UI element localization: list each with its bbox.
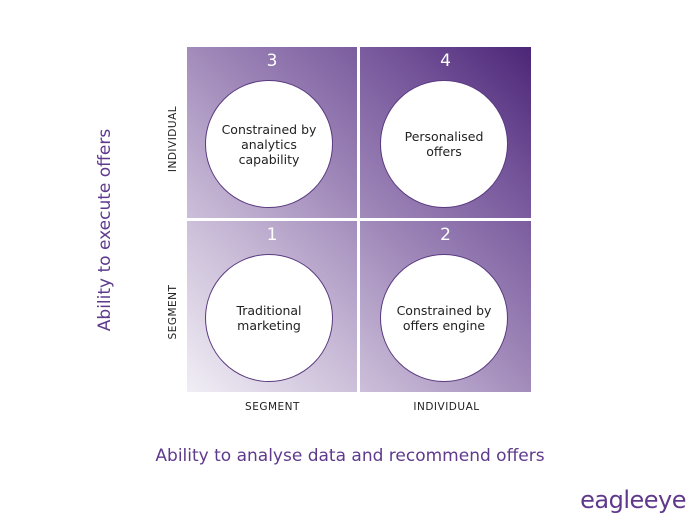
x-axis-title: Ability to analyse data and recommend of… bbox=[155, 446, 545, 466]
eagleeye-logo: eagleeye bbox=[580, 486, 686, 514]
quadrant-circle: Constrained by offers engine bbox=[380, 254, 508, 382]
quadrant-4: 4 Personalised offers bbox=[360, 47, 531, 218]
quadrant-circle: Traditional marketing bbox=[205, 254, 333, 382]
horizontal-divider bbox=[187, 218, 531, 221]
y-level-segment: SEGMENT bbox=[167, 284, 179, 340]
quadrant-number: 2 bbox=[440, 225, 451, 245]
y-axis-title: Ability to execute offers bbox=[95, 128, 115, 332]
quadrant-circle: Personalised offers bbox=[380, 80, 508, 208]
quadrant-3: 3 Constrained by analytics capability bbox=[187, 47, 357, 218]
x-level-individual: INDIVIDUAL bbox=[413, 401, 480, 413]
quadrant-label: Traditional marketing bbox=[236, 303, 302, 333]
quadrant-number: 3 bbox=[266, 51, 278, 71]
quadrant-label: Personalised offers bbox=[404, 129, 484, 159]
quadrant-1: 1 Traditional marketing bbox=[187, 221, 357, 392]
quadrant-label: Constrained by offers engine bbox=[396, 303, 492, 333]
quadrant-label: Constrained by analytics capability bbox=[221, 121, 317, 167]
quadrant-number: 1 bbox=[266, 225, 278, 245]
quadrant-2: 2 Constrained by offers engine bbox=[360, 221, 531, 392]
x-level-segment: SEGMENT bbox=[245, 401, 300, 413]
y-level-individual: INDIVIDUAL bbox=[167, 105, 179, 173]
quadrant-circle: Constrained by analytics capability bbox=[205, 80, 333, 208]
quadrant-number: 4 bbox=[440, 51, 451, 71]
quadrant-matrix: 3 Constrained by analytics capability 4 … bbox=[187, 47, 531, 392]
